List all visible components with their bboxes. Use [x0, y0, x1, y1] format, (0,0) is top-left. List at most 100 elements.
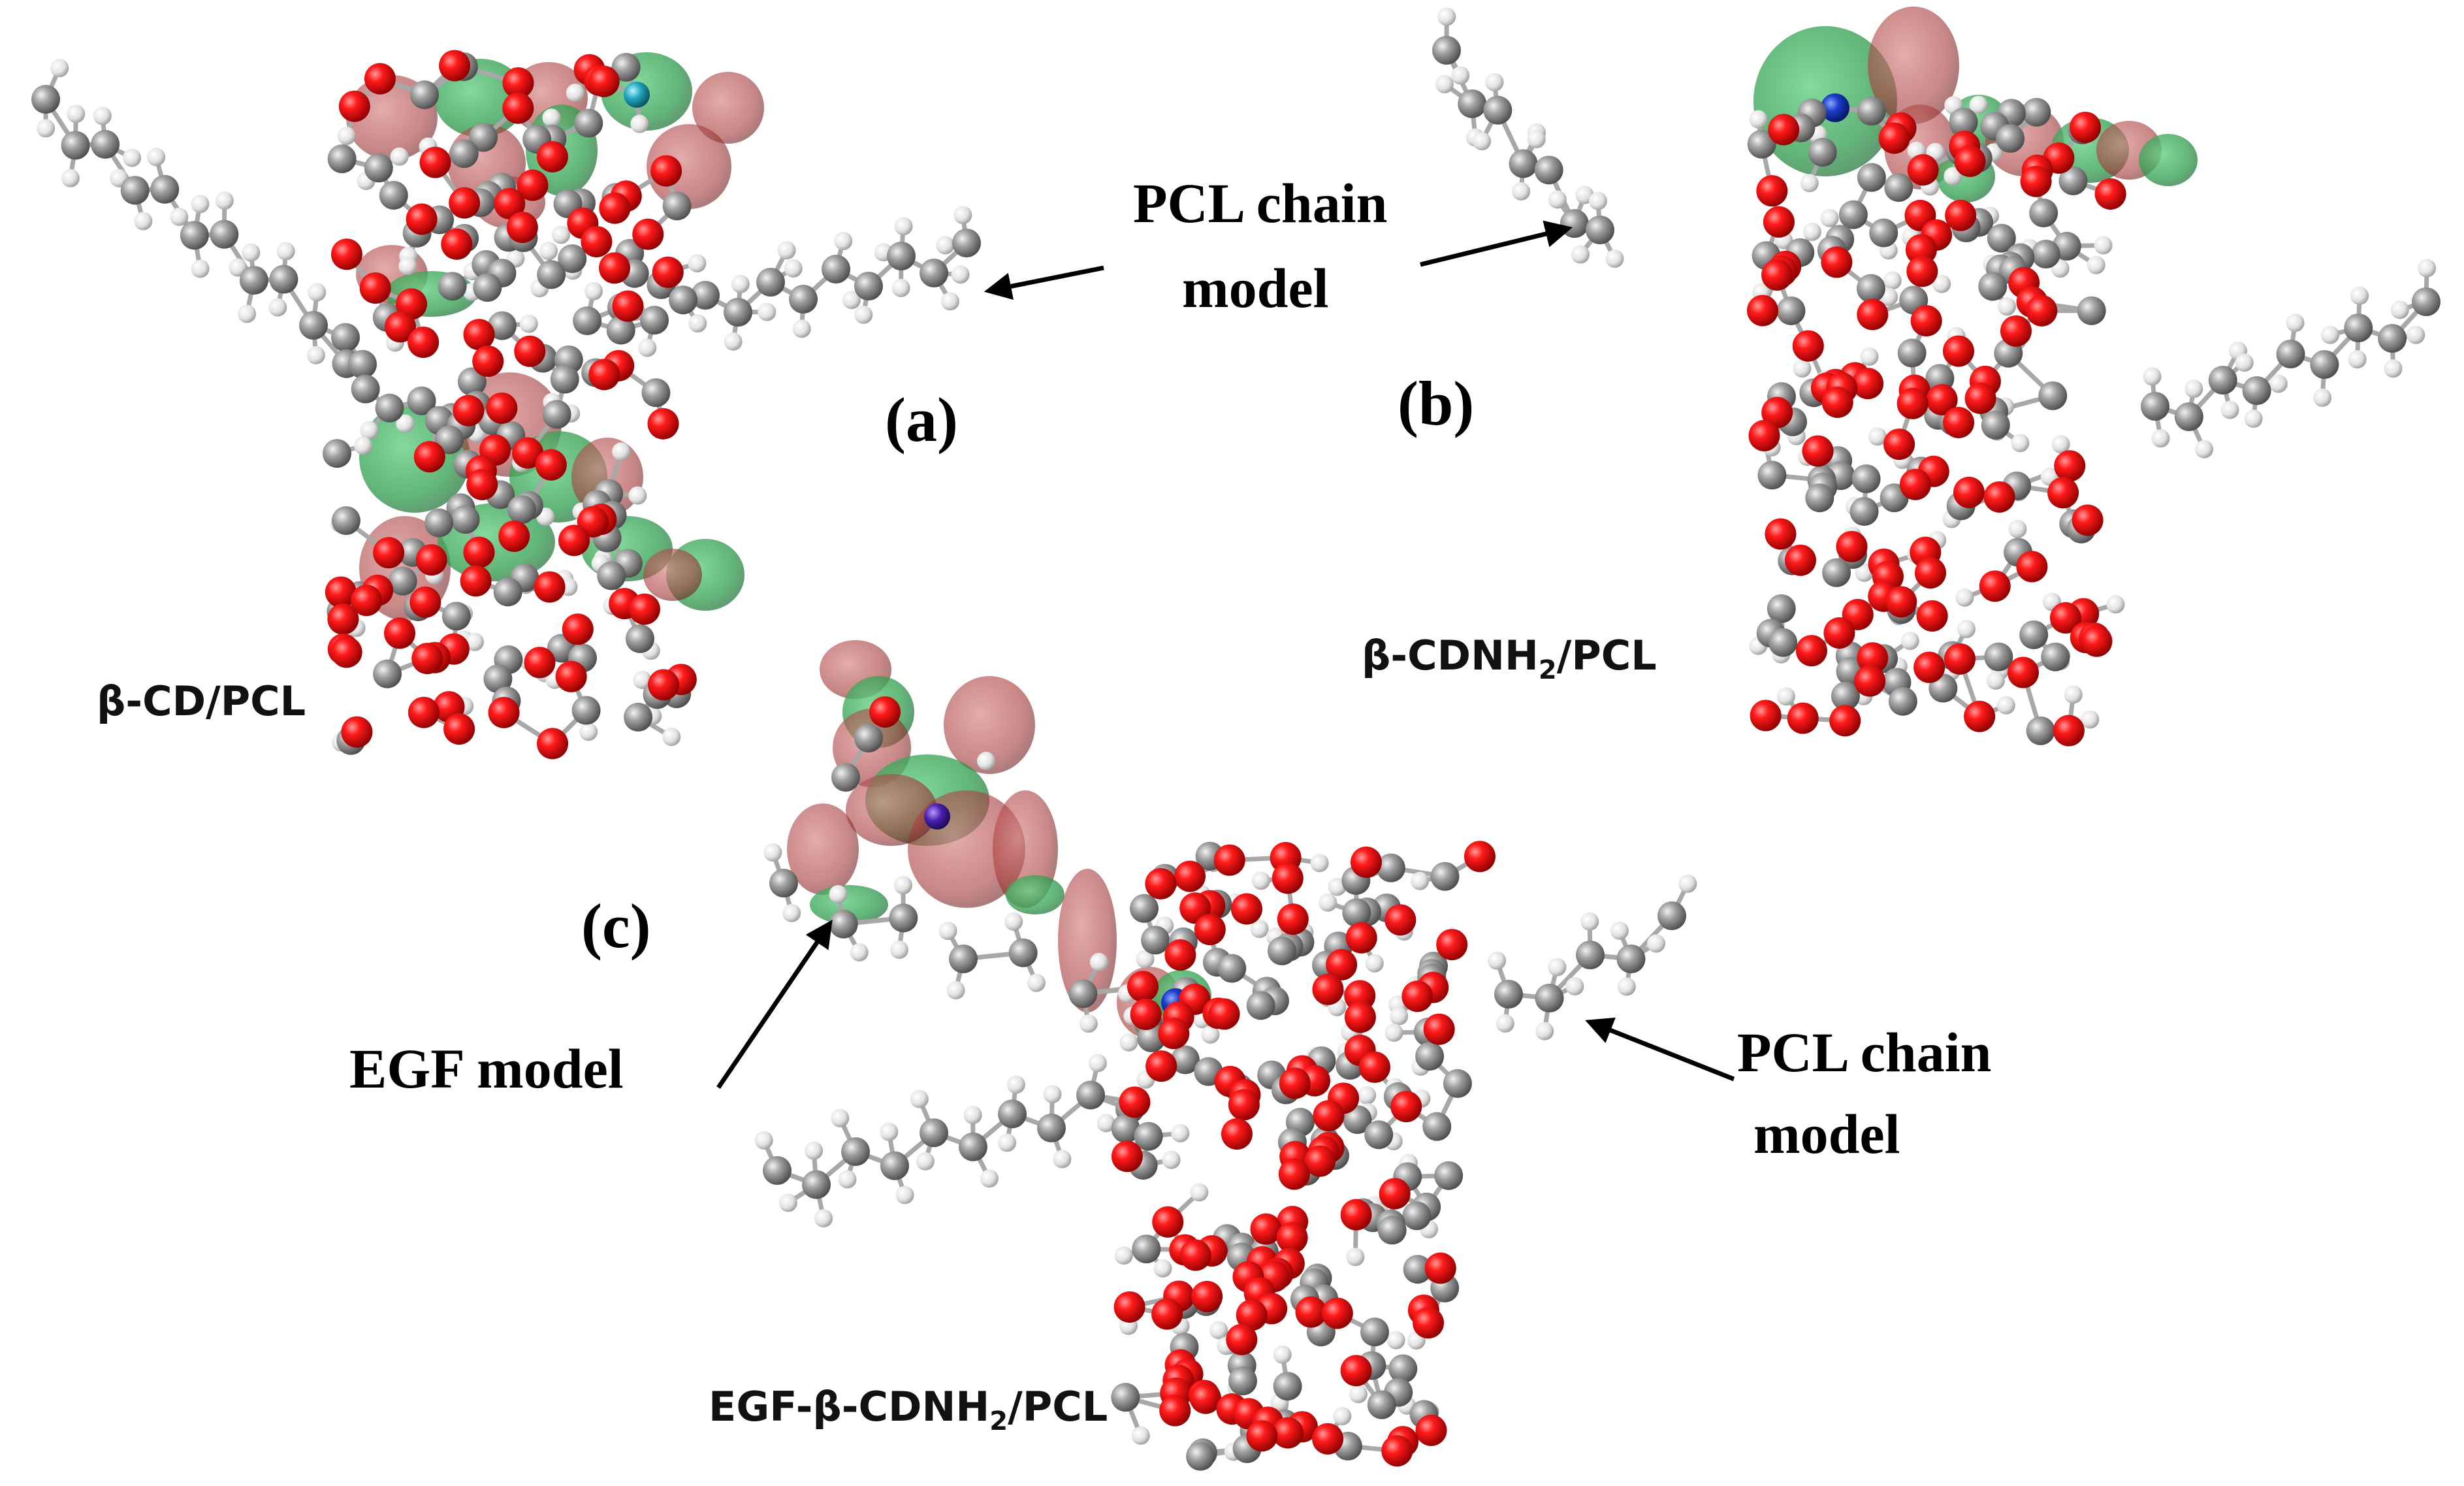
carbon-atom: [1805, 483, 1834, 513]
oxygen-atom: [1795, 635, 1827, 667]
oxygen-atom: [1945, 199, 1977, 231]
carbon-atom: [31, 85, 60, 114]
carbon-atom: [1402, 1201, 1432, 1231]
carbon-atom: [1981, 410, 2010, 440]
carbon-atom: [829, 909, 858, 939]
oxygen-atom: [650, 155, 682, 187]
oxygen-atom: [1910, 305, 1942, 337]
oxygen-atom: [1345, 922, 1377, 954]
hydrogen-atom: [1588, 191, 1607, 210]
hydrogen-atom: [2081, 710, 2100, 729]
carbon-atom: [640, 306, 669, 335]
oxygen-atom: [1189, 1382, 1221, 1414]
hydrogen-atom: [579, 722, 598, 741]
hydrogen-atom: [1384, 1023, 1403, 1042]
hydrogen-atom: [916, 1152, 935, 1171]
hydrogen-atom: [1435, 74, 1454, 93]
carbon-atom: [1509, 149, 1538, 178]
hydrogen-atom: [93, 106, 112, 125]
hydrogen-atom: [1310, 854, 1329, 873]
hydrogen-atom: [754, 1131, 773, 1150]
hydrogen-atom: [938, 922, 957, 941]
carbon-atom: [1132, 1235, 1161, 1264]
hydrogen-atom: [1776, 687, 1795, 706]
oxygen-atom: [1763, 206, 1795, 238]
oxygen-atom: [1914, 557, 1946, 589]
oxygen-atom: [1748, 419, 1780, 451]
carbon-atom: [998, 1099, 1027, 1129]
oxygen-atom: [1277, 903, 1309, 935]
oxygen-atom: [1857, 299, 1889, 331]
oxygen-atom: [1384, 904, 1416, 936]
hydrogen-atom: [778, 1193, 797, 1212]
carbon-atom: [662, 191, 692, 221]
oxygen-atom: [1979, 570, 2011, 602]
carbon-atom: [1141, 926, 1170, 955]
hydrogen-atom: [37, 119, 56, 138]
hydrogen-atom: [398, 257, 417, 276]
oxygen-atom: [1942, 335, 1974, 367]
hydrogen-atom: [2087, 255, 2105, 274]
oxygen-atom: [2054, 450, 2086, 482]
hydrogen-atom: [1678, 874, 1697, 893]
carbon-atom: [91, 129, 120, 159]
hydrogen-atom: [894, 217, 913, 236]
oxygen-atom: [1852, 368, 1884, 400]
carbon-atom: [507, 494, 536, 524]
pcl-annotation-top-line2: model: [1182, 257, 1329, 319]
oxygen-atom: [1312, 973, 1344, 1005]
hydrogen-atom: [147, 148, 166, 167]
hydrogen-atom: [946, 980, 965, 999]
oxygen-atom: [2016, 551, 2048, 583]
oxygen-atom: [1379, 1178, 1411, 1210]
carbon-atom: [2019, 620, 2049, 649]
carbon-atom: [449, 139, 479, 169]
pcl-annotation-top-line1: PCL chain: [1133, 172, 1387, 234]
carbon-atom: [669, 285, 698, 315]
oxygen-atom: [1213, 844, 1245, 876]
hydrogen-atom: [834, 231, 853, 250]
arrow-pcl-bottom: [1585, 1017, 1735, 1082]
oxygen-atom: [1226, 1323, 1258, 1355]
oxygen-atom: [1787, 702, 1819, 734]
hydrogen-atom: [539, 242, 558, 261]
oxygen-atom: [1164, 939, 1196, 971]
oxygen-atom: [1878, 122, 1910, 154]
carbon-atom: [2058, 166, 2088, 195]
oxygen-atom: [517, 169, 549, 201]
hydrogen-atom: [977, 752, 995, 770]
carbon-atom: [1838, 200, 1868, 229]
oxygen-atom: [536, 141, 568, 173]
hydrogen-atom: [1548, 958, 1567, 977]
hydrogen-atom: [2418, 259, 2437, 278]
hydrogen-atom: [1250, 920, 1269, 939]
oxygen-atom: [359, 272, 391, 304]
oxygen-atom: [443, 713, 475, 745]
hydrogen-atom: [1527, 129, 1546, 148]
carbon-atom: [724, 298, 752, 327]
carbon-atom: [407, 386, 436, 415]
oxygen-atom: [1750, 700, 1782, 732]
hydrogen-atom: [1079, 1014, 1098, 1033]
carbon-atom: [1757, 460, 1787, 490]
oxygen-atom: [2094, 178, 2126, 210]
carbon-atom: [802, 1170, 831, 1199]
hydrogen-atom: [276, 242, 295, 261]
carbon-atom: [2031, 239, 2060, 268]
hydrogen-atom: [891, 278, 910, 297]
carbon-atom: [2276, 340, 2305, 368]
oxygen-atom: [1913, 651, 1945, 683]
carbon-atom: [1535, 984, 1564, 1012]
oxygen-atom: [588, 359, 620, 391]
hydrogen-atom: [688, 254, 707, 273]
oxygen-atom: [1159, 1395, 1191, 1427]
carbon-atom: [573, 306, 602, 336]
hydrogen-atom: [1800, 174, 1819, 193]
carbon-atom: [1134, 1122, 1163, 1151]
carbon-atom: [1978, 272, 2008, 301]
carbon-atom: [1343, 1105, 1372, 1135]
hydrogen-atom: [1319, 893, 1337, 912]
oxygen-atom: [1344, 1001, 1376, 1033]
carbon-atom: [210, 219, 239, 249]
oxygen-atom: [1152, 1206, 1184, 1238]
